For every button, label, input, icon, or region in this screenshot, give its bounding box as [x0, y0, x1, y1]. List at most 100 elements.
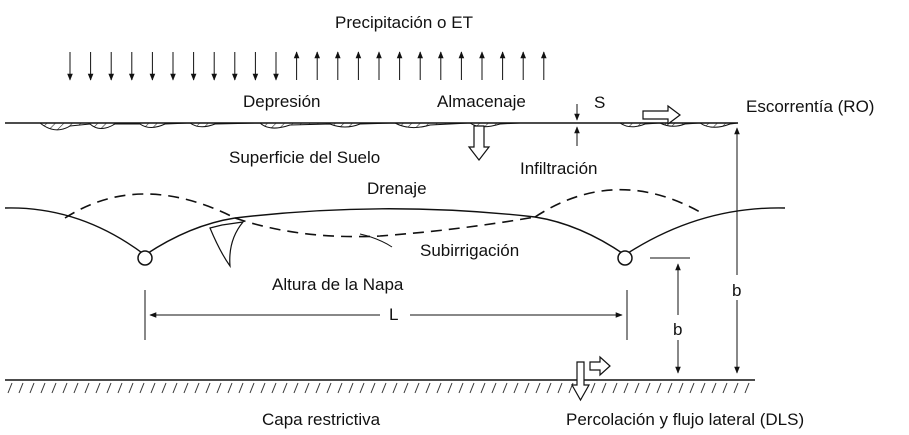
- percolation-label: Percolación y flujo lateral (DLS): [566, 410, 804, 429]
- hatch-mark: [436, 382, 442, 394]
- hatch-mark: [359, 382, 365, 394]
- hatch-mark: [634, 382, 640, 394]
- drain-pipe-left-icon: [137, 250, 153, 266]
- water-table-dashed-left: [64, 193, 236, 219]
- hatch-mark: [84, 382, 90, 394]
- precipitation-et-label: Precipitación o ET: [335, 13, 473, 32]
- hatch-mark: [656, 382, 662, 394]
- hatch-mark: [546, 382, 552, 394]
- hatch-mark: [161, 382, 167, 394]
- hatch-mark: [304, 382, 310, 394]
- b-right-label: b: [732, 281, 741, 300]
- hatch-mark: [711, 382, 717, 394]
- runoff-arrow-icon: [642, 104, 681, 126]
- depression-label: Depresión: [243, 92, 321, 111]
- hatch-mark: [282, 382, 288, 394]
- hatch-mark: [370, 382, 376, 394]
- restrictive-layer: [5, 379, 755, 394]
- hatch-mark: [249, 382, 255, 394]
- l-spacing-dimension: [144, 290, 628, 340]
- hatch-mark: [392, 382, 398, 394]
- hatch-mark: [480, 382, 486, 394]
- hatch-mark: [139, 382, 145, 394]
- hatch-mark: [40, 382, 46, 394]
- hatch-mark: [645, 382, 651, 394]
- hatch-mark: [7, 382, 13, 394]
- hatch-mark: [73, 382, 79, 394]
- subsurface-flow-arrow-icon: [209, 221, 245, 269]
- hatch-mark: [51, 382, 57, 394]
- surface-hatch-right: [618, 122, 739, 128]
- hatch-mark: [62, 382, 68, 394]
- hatch-mark: [469, 382, 475, 394]
- soil-surface: [5, 122, 739, 131]
- runoff-label: Escorrentía (RO): [746, 97, 874, 116]
- drainage-label: Drenaje: [367, 179, 427, 198]
- hatch-mark: [227, 382, 233, 394]
- hatch-mark: [348, 382, 354, 394]
- hatch-mark: [150, 382, 156, 394]
- infiltration-arrow-icon: [467, 125, 491, 161]
- percolation-arrow-icon: [570, 361, 591, 402]
- hatch-mark: [260, 382, 266, 394]
- hatch-mark: [535, 382, 541, 394]
- infiltration-label: Infiltración: [520, 159, 597, 178]
- hatch-mark: [205, 382, 211, 394]
- restrictive-layer-hatch: [7, 382, 750, 394]
- hatch-mark: [315, 382, 321, 394]
- hatch-mark: [425, 382, 431, 394]
- hatch-mark: [612, 382, 618, 394]
- depression-storage-hatch: [5, 122, 521, 131]
- subirrigation-pointer: [359, 233, 393, 248]
- hatch-mark: [524, 382, 530, 394]
- hatch-mark: [95, 382, 101, 394]
- hatch-mark: [722, 382, 728, 394]
- hatch-mark: [590, 382, 596, 394]
- hatch-mark: [381, 382, 387, 394]
- b-inner-label: b: [673, 320, 682, 339]
- hatch-mark: [271, 382, 277, 394]
- hatch-mark: [601, 382, 607, 394]
- hatch-mark: [733, 382, 739, 394]
- hatch-mark: [744, 382, 750, 394]
- hatch-mark: [700, 382, 706, 394]
- restrictive-layer-label: Capa restrictiva: [262, 410, 381, 429]
- hatch-mark: [172, 382, 178, 394]
- l-label: L: [389, 305, 398, 324]
- hatch-mark: [557, 382, 563, 394]
- water-table-line: [4, 207, 786, 256]
- hatch-mark: [458, 382, 464, 394]
- drain-pipe-right-icon: [617, 250, 633, 266]
- s-label: S: [594, 93, 605, 112]
- hatch-mark: [183, 382, 189, 394]
- hatch-mark: [293, 382, 299, 394]
- soil-surface-label: Superficie del Suelo: [229, 148, 380, 167]
- hatch-mark: [326, 382, 332, 394]
- hatch-mark: [667, 382, 673, 394]
- hatch-mark: [194, 382, 200, 394]
- hatch-mark: [128, 382, 134, 394]
- b-drain-depth-dimension: [650, 257, 690, 374]
- water-table-height-label: Altura de la Napa: [272, 275, 404, 294]
- precipitation-et-arrows: [67, 51, 547, 81]
- hatch-mark: [623, 382, 629, 394]
- hatch-mark: [117, 382, 123, 394]
- water-table-dashed-right: [534, 188, 701, 218]
- hatch-mark: [403, 382, 409, 394]
- hatch-mark: [414, 382, 420, 394]
- storage-label: Almacenaje: [437, 92, 526, 111]
- hatch-mark: [216, 382, 222, 394]
- hatch-mark: [337, 382, 343, 394]
- hatch-mark: [106, 382, 112, 394]
- hatch-mark: [238, 382, 244, 394]
- hatch-mark: [502, 382, 508, 394]
- hatch-mark: [513, 382, 519, 394]
- hatch-mark: [689, 382, 695, 394]
- hatch-mark: [491, 382, 497, 394]
- hatch-mark: [18, 382, 24, 394]
- hatch-mark: [447, 382, 453, 394]
- subirrigation-label: Subirrigación: [420, 241, 519, 260]
- hatch-mark: [678, 382, 684, 394]
- lateral-flow-arrow-icon: [589, 355, 611, 377]
